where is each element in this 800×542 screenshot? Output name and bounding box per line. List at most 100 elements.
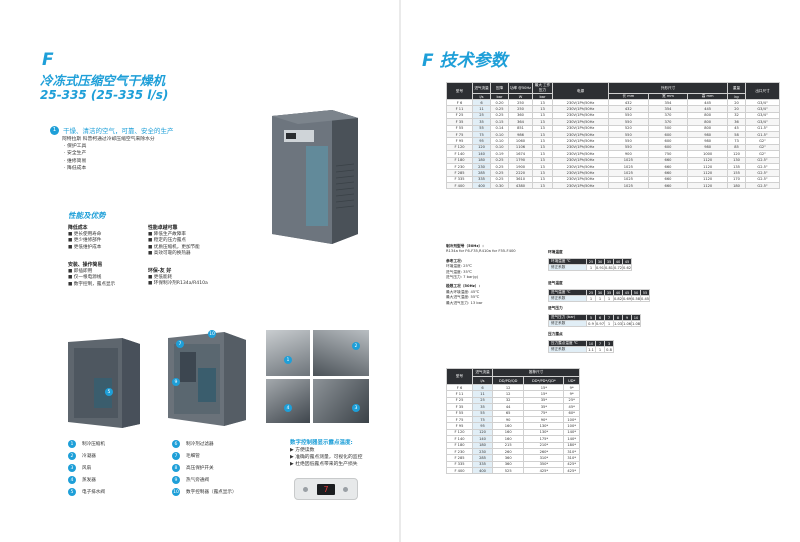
- controller-display: 7: [317, 484, 335, 495]
- feature-heading: 性能卓越可靠: [148, 225, 178, 231]
- filter-table: 型号 进气流量 推荐尺寸 l/s DD/PD/QD DD*/PD*/QD* UD…: [446, 368, 580, 475]
- dim-label: 宽: [662, 94, 666, 98]
- callout-number: 10: [208, 330, 216, 338]
- dim-unit: mm: [706, 94, 714, 98]
- filter-sub-header: UD*: [563, 376, 580, 385]
- spec-cell: 230V/1Ph/50Hz: [552, 111, 609, 120]
- feature-item: ■ 仅一根电源线: [68, 275, 102, 281]
- filter-cell: 425*: [563, 467, 580, 475]
- correction-value: 1: [604, 295, 614, 302]
- correction-value: 1.08: [631, 320, 642, 327]
- filter-cell: 130*: [523, 422, 565, 430]
- feature-item: ■ 更长使用寿命: [68, 231, 102, 237]
- correction-title: 进气温度: [548, 281, 563, 285]
- feature-item: ■ 稳定的压力露点: [148, 238, 186, 244]
- filter-cell: 160: [491, 428, 525, 437]
- correction-value: 0.58: [631, 295, 642, 302]
- filter-cell: 65: [491, 409, 525, 417]
- intro-block: 阿特拉斯 科普柯通过冷却压缩空气来除水分 · 保护工具 · 安全生产 · 维修简…: [62, 136, 155, 172]
- feature-item: ■ 更低能耗: [148, 274, 173, 280]
- feature-reliable: 性能卓越可靠 ■ 降低生产故障率 ■ 稳定的压力露点 ■ 优质压缩机，更加节能 …: [148, 225, 200, 258]
- filter-sub-header: l/s: [472, 376, 493, 385]
- note-line: 最大进气压力: 13 bar: [446, 300, 483, 305]
- legend-number: 7: [172, 452, 180, 460]
- spec-col-header: 出口尺寸: [745, 82, 780, 100]
- filter-cell: 45*: [563, 403, 580, 411]
- correction-value: 0.81: [604, 264, 615, 271]
- spec-cell: 1025: [608, 182, 649, 190]
- condenser-photo: [313, 330, 369, 376]
- filter-cell: 400: [472, 467, 493, 475]
- filter-cell: 15*: [523, 390, 565, 398]
- controller-heading: 数字控制器显示露点温度:: [290, 440, 353, 446]
- filter-cell: 260: [491, 447, 525, 456]
- filter-col-header: 型号: [446, 368, 473, 385]
- note-line: 最大进气温度: 55℃: [446, 295, 480, 300]
- tagline: 1 干燥、清洁的空气，可靠、安全的生产: [50, 125, 174, 135]
- filter-cell: 90: [491, 415, 525, 424]
- note-line: 进气温度: 35℃: [446, 269, 472, 274]
- filter-cell: 160: [491, 435, 525, 443]
- correction-value: 0.91: [594, 264, 606, 271]
- correction-value: 1.03: [613, 320, 624, 327]
- tagline-text: 干燥、清洁的空气，可靠、安全的生产: [63, 127, 174, 135]
- feature-heading: 环保-友 好: [148, 268, 172, 274]
- filter-cell: 100*: [563, 422, 580, 430]
- spec-cell: 230V/1Ph/50Hz: [552, 118, 609, 126]
- spec-title: F 技术参数: [422, 51, 508, 71]
- correction-value: 1: [586, 264, 596, 271]
- spec-cell: G3/4": [745, 111, 780, 120]
- filter-cell: 35*: [523, 396, 565, 405]
- feature-item: ■ 降低生产故障率: [148, 231, 186, 237]
- fan-photo: [313, 379, 369, 423]
- correction-value: 1.06: [622, 320, 633, 327]
- intro-text: 阿特拉斯 科普柯通过冷却压缩空气来除水分: [62, 137, 155, 142]
- correction-value: 0.72: [613, 264, 624, 271]
- filter-cell: 140*: [563, 428, 580, 437]
- dim-unit: mm: [666, 94, 674, 98]
- performance-heading: 性能及优势: [68, 211, 106, 220]
- note-text: 最大环境温度: 45℃: [446, 289, 480, 294]
- feature-item: ■ 即插即用: [68, 268, 93, 274]
- filter-sub-header: DD*/PD*/QD*: [523, 376, 565, 385]
- correction-title: 进气压力: [548, 306, 563, 310]
- spec-cell: 4380: [508, 182, 533, 190]
- feature-item: ■ 更低维护成本: [68, 244, 102, 250]
- filter-cell: 525: [491, 467, 525, 475]
- correction-title: 环境温度: [548, 250, 563, 254]
- filter-cell: 9*: [563, 383, 580, 392]
- feature-item: ■ 更少维修部件: [68, 238, 102, 244]
- filter-cell: 260*: [523, 447, 565, 456]
- note-line: 极限工况（50Hz）：最大环境温度: 45℃: [446, 284, 536, 295]
- correction-value: 1: [595, 295, 605, 302]
- spec-cell: G3/4": [745, 105, 780, 113]
- legend-number: 3: [68, 464, 76, 472]
- correction-value: 0.9: [586, 320, 596, 327]
- spec-cell: 230V/1Ph/50Hz: [552, 105, 609, 113]
- feature-heading: 降低成本: [68, 225, 88, 231]
- spec-col-header: 电源: [552, 82, 609, 100]
- filter-col-header: 推荐尺寸: [492, 368, 580, 377]
- controller-feature: ▶ 杜绝因低露点带来的生产损失: [290, 462, 358, 467]
- correction-value: 1: [595, 346, 605, 353]
- callout-number: 2: [352, 342, 360, 350]
- controller-features: ▶ 方便读数 ▶ 准确的露点测量，可视化的监控 ▶ 杜绝因低露点带来的生产损失: [290, 447, 362, 468]
- spec-col-header: 进气流量: [472, 82, 491, 94]
